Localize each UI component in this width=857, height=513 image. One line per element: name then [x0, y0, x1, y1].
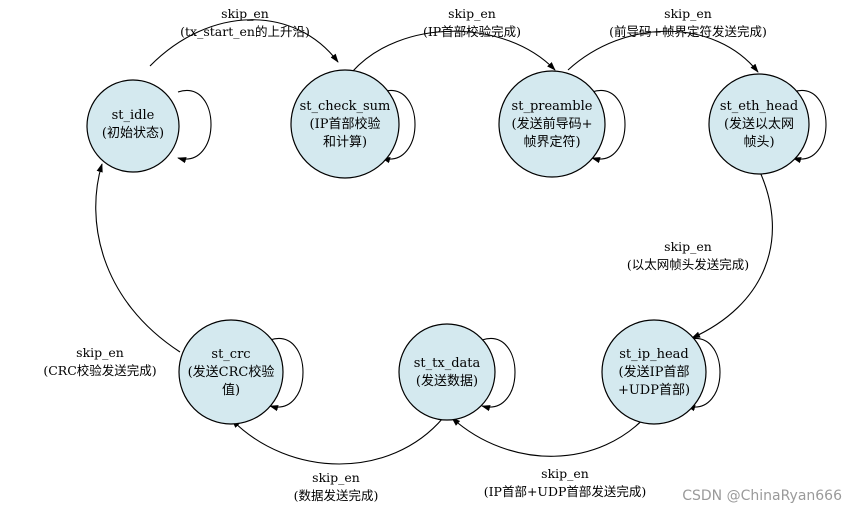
- label-preamble-to-eth-head-cond: (前导码+帧界定符发送完成): [609, 24, 767, 39]
- label-preamble-to-eth-head: skip_en (前导码+帧界定符发送完成): [609, 6, 767, 39]
- self-loop-crc: [269, 338, 304, 412]
- state-ip-head-desc-line2: +UDP首部): [618, 383, 690, 398]
- state-idle: st_idle (初始状态): [86, 79, 180, 173]
- label-eth-head-to-ip-head-cond: (以太网帧头发送完成): [627, 257, 749, 272]
- state-check-sum-name: st_check_sum: [300, 99, 391, 114]
- label-tx-data-to-crc-cond: (数据发送完成): [294, 488, 379, 503]
- edge-ip-head-to-tx-data: [451, 411, 651, 457]
- state-preamble-desc-line2: 帧界定符): [523, 134, 580, 150]
- state-tx-data: st_tx_data (发送数据): [398, 323, 496, 421]
- label-ip-head-to-tx-data-signal: skip_en: [541, 466, 589, 481]
- label-tx-data-to-crc-signal: skip_en: [312, 470, 360, 485]
- watermark: CSDN @ChinaRyan666: [682, 488, 842, 504]
- state-crc: st_crc (发送CRC校验 值): [178, 319, 284, 425]
- label-crc-to-idle-signal: skip_en: [76, 345, 124, 360]
- state-preamble-desc-line1: (发送前导码+: [512, 116, 593, 132]
- state-tx-data-desc: (发送数据): [416, 373, 478, 389]
- edge-tx-data-to-crc: [231, 417, 444, 465]
- state-ip-head-name: st_ip_head: [619, 347, 689, 362]
- state-eth-head-name: st_eth_head: [720, 99, 798, 114]
- label-check-sum-to-preamble: skip_en (IP首部校验完成): [423, 6, 521, 39]
- label-eth-head-to-ip-head: skip_en (以太网帧头发送完成): [627, 239, 749, 272]
- edge-eth-head-to-ip-head: [691, 171, 773, 339]
- edge-idle-to-check-sum: [149, 19, 339, 67]
- edge-preamble-to-eth-head: [567, 30, 759, 73]
- state-check-sum-desc-line1: (IP首部校验: [310, 116, 381, 132]
- label-idle-to-check-sum: skip_en (tx_start_en的上升沿): [180, 6, 310, 39]
- edge-check-sum-to-preamble: [351, 30, 556, 73]
- self-loop-ip-head: [686, 338, 721, 412]
- self-loop-eth-head: [792, 90, 827, 164]
- self-loop-preamble: [591, 90, 626, 164]
- self-loop-idle: [177, 90, 212, 164]
- state-preamble: st_preamble (发送前导码+ 帧界定符): [498, 70, 606, 178]
- label-crc-to-idle-cond: (CRC校验发送完成): [43, 363, 156, 378]
- state-check-sum-desc-line2: 和计算): [323, 135, 367, 150]
- state-crc-desc-line1: (发送CRC校验: [188, 364, 275, 380]
- label-idle-to-check-sum-signal: skip_en: [221, 6, 269, 21]
- label-ip-head-to-tx-data: skip_en (IP首部+UDP首部发送完成): [484, 466, 647, 499]
- state-preamble-name: st_preamble: [512, 99, 593, 114]
- state-eth-head-desc-line2: 帧头): [743, 135, 774, 150]
- label-check-sum-to-preamble-signal: skip_en: [448, 6, 496, 21]
- state-crc-desc-line2: 值): [222, 382, 240, 398]
- state-idle-name: st_idle: [112, 108, 155, 123]
- edge-crc-to-idle: [95, 163, 181, 353]
- state-eth-head: st_eth_head (发送以太网 帧头): [708, 73, 810, 175]
- self-loop-tx-data: [481, 338, 516, 412]
- label-tx-data-to-crc: skip_en (数据发送完成): [294, 470, 379, 503]
- state-eth-head-desc-line1: (发送以太网: [724, 116, 794, 132]
- label-ip-head-to-tx-data-cond: (IP首部+UDP首部发送完成): [484, 484, 647, 499]
- state-tx-data-name: st_tx_data: [414, 356, 481, 371]
- state-ip-head-desc-line1: (发送IP首部: [619, 364, 690, 380]
- label-crc-to-idle: skip_en (CRC校验发送完成): [43, 345, 156, 378]
- state-ip-head: st_ip_head (发送IP首部 +UDP首部): [601, 319, 707, 425]
- label-idle-to-check-sum-cond: (tx_start_en的上升沿): [180, 24, 310, 39]
- self-loop-check-sum: [381, 90, 416, 164]
- label-eth-head-to-ip-head-signal: skip_en: [664, 239, 712, 254]
- label-check-sum-to-preamble-cond: (IP首部校验完成): [423, 24, 521, 39]
- state-idle-desc: (初始状态): [102, 126, 164, 141]
- label-preamble-to-eth-head-signal: skip_en: [664, 6, 712, 21]
- state-check-sum: st_check_sum (IP首部校验 和计算): [290, 69, 400, 179]
- state-crc-name: st_crc: [211, 347, 250, 362]
